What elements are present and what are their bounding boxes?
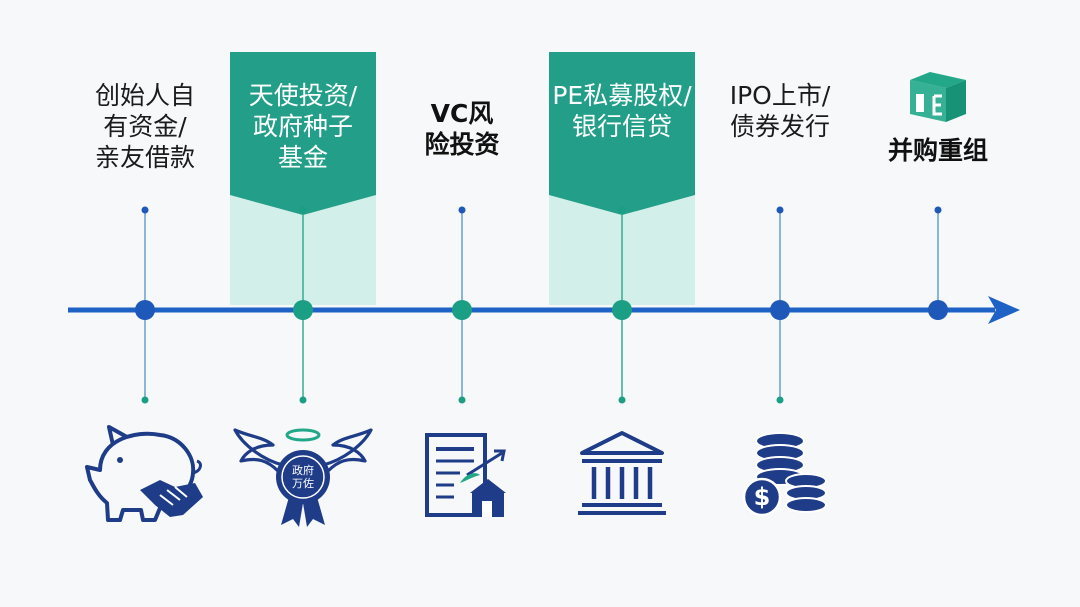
stage-label: VC风 险投资 bbox=[424, 99, 500, 159]
dollar-coins-icon: $ bbox=[742, 432, 827, 517]
document-growth-icon bbox=[425, 433, 506, 517]
connector-dot-top bbox=[934, 206, 942, 214]
badge-text: 政府 bbox=[292, 463, 314, 477]
timeline-node bbox=[293, 300, 313, 320]
stage-label: 天使投资/ 政府种子 基金 bbox=[248, 81, 358, 172]
timeline-node bbox=[770, 300, 790, 320]
merge-blocks-icon bbox=[910, 72, 966, 122]
connector-dot-top bbox=[458, 206, 466, 214]
stage-banner bbox=[549, 52, 695, 215]
dollar-sign: $ bbox=[754, 483, 771, 511]
bank-building-icon bbox=[578, 431, 666, 515]
piggy-bank-handshake-icon bbox=[85, 425, 203, 522]
badge-text: 万佐 bbox=[292, 476, 314, 490]
timeline-arrowhead bbox=[988, 296, 1020, 324]
timeline-node bbox=[612, 300, 632, 320]
connector-dot-top bbox=[776, 206, 784, 214]
connector-dot-bottom bbox=[141, 396, 149, 404]
connector-dot-top bbox=[299, 206, 307, 214]
connector-dot-bottom bbox=[776, 396, 784, 404]
connector-dot-bottom bbox=[618, 396, 626, 404]
stage-label: 创始人自 有资金/ 亲友借款 bbox=[94, 81, 195, 172]
stage-label: PE私募股权/ 银行信贷 bbox=[552, 81, 692, 141]
stage-label: IPO上市/ 债券发行 bbox=[729, 81, 831, 141]
connector-dot-bottom bbox=[458, 396, 466, 404]
timeline-node bbox=[135, 300, 155, 320]
stage-banner bbox=[230, 52, 376, 215]
timeline-node bbox=[928, 300, 948, 320]
connector-dot-bottom bbox=[299, 396, 307, 404]
connector-dot-top bbox=[618, 206, 626, 214]
connector-dot-top bbox=[141, 206, 149, 214]
stage-label: 并购重组 bbox=[887, 136, 988, 165]
timeline-node bbox=[452, 300, 472, 320]
